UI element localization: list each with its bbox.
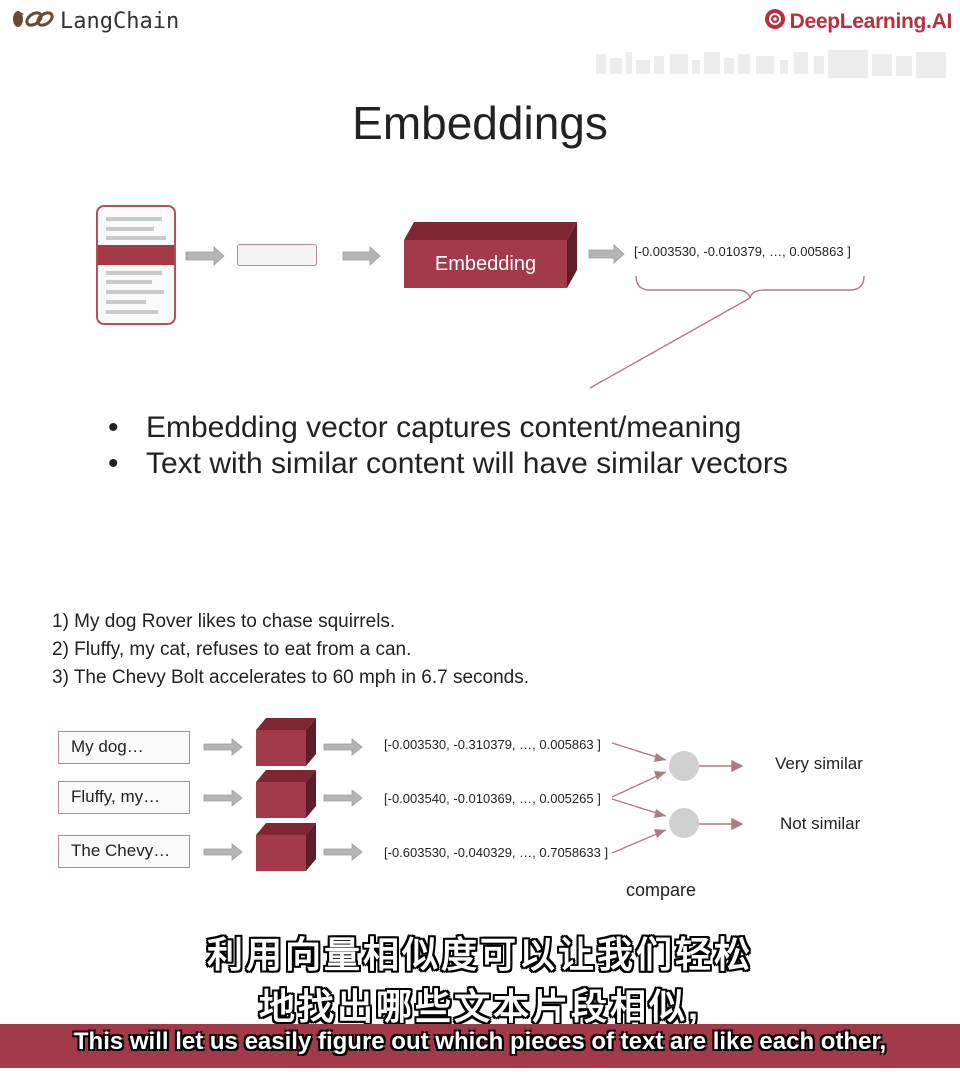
compare-circle-1 <box>669 751 699 781</box>
row3-cube <box>256 823 316 871</box>
subtitle-zh-line1: 利用向量相似度可以让我们轻松 <box>206 934 753 975</box>
row1-cube <box>256 718 316 766</box>
result-not-similar: Not similar <box>780 814 861 833</box>
vector-brace <box>635 275 865 299</box>
row2-arrow-a <box>203 789 243 807</box>
arrow-embedding-to-vector <box>588 244 625 264</box>
example-sentence: 1) My dog Rover likes to chase squirrels… <box>52 611 396 632</box>
highlighted-chunk <box>98 245 174 265</box>
arrow-chunk-to-embedding <box>342 246 381 266</box>
brace-pointer-line <box>589 297 751 389</box>
deeplearning-ai-icon <box>764 8 786 35</box>
row2-arrow-b <box>323 789 363 807</box>
input-box-fluffy: Fluffy, my… <box>58 781 190 814</box>
result-very-similar: Very similar <box>775 754 863 773</box>
vector-text-row1: [-0.003530, -0.310379, …, 0.005863 ] <box>384 737 601 752</box>
compare-label: compare <box>626 880 697 900</box>
faded-watermark <box>596 48 952 82</box>
langchain-wordmark: LangChain <box>60 9 180 34</box>
langchain-logo: LangChain <box>10 6 179 37</box>
deeplearning-ai-logo: DeepLearning.AI <box>764 8 952 35</box>
key-points-list: Embedding vector captures content/meanin… <box>108 410 788 482</box>
example-sentence: 2) Fluffy, my cat, refuses to eat from a… <box>52 639 412 660</box>
row2-cube <box>256 770 316 818</box>
vector-text-row3: [-0.603530, -0.040329, …, 0.7058633 ] <box>384 845 609 860</box>
embedding-block-side <box>567 222 577 288</box>
embedding-block-top <box>404 222 577 240</box>
subtitle-bar <box>0 1024 960 1068</box>
bullet-item: Embedding vector captures content/meanin… <box>108 410 788 446</box>
input-box-my-dog: My dog… <box>58 731 190 764</box>
compare-circle-2 <box>669 808 699 838</box>
row1-arrow-b <box>323 738 363 756</box>
deeplearning-ai-wordmark: DeepLearning.AI <box>789 9 953 33</box>
vector-text-row2: [-0.003540, -0.010369, …, 0.005265 ] <box>384 791 601 806</box>
embedding-vector-text: [-0.003530, -0.010379, …, 0.005863 ] <box>634 244 851 259</box>
parrot-link-icon <box>10 6 56 37</box>
bullet-item: Text with similar content will have simi… <box>108 446 788 482</box>
row1-arrow-a <box>203 738 243 756</box>
document-icon <box>96 205 176 325</box>
subtitle-en: This will let us easily figure out which… <box>73 1028 887 1055</box>
input-box-chevy: The Chevy… <box>58 835 190 868</box>
slide-title: Embeddings <box>352 97 608 149</box>
example-sentences-list: 1) My dog Rover likes to chase squirrels… <box>52 608 529 692</box>
embedding-block: Embedding <box>404 240 567 288</box>
arrow-doc-to-chunk <box>185 246 225 266</box>
text-chunk-box <box>237 244 317 266</box>
example-sentence: 3) The Chevy Bolt accelerates to 60 mph … <box>52 667 530 688</box>
subtitle-zh-line2: 地找出哪些文本片段相似, <box>258 986 701 1027</box>
embedding-block-label: Embedding <box>434 252 537 275</box>
row3-arrow-a <box>203 843 243 861</box>
row3-arrow-b <box>323 843 363 861</box>
